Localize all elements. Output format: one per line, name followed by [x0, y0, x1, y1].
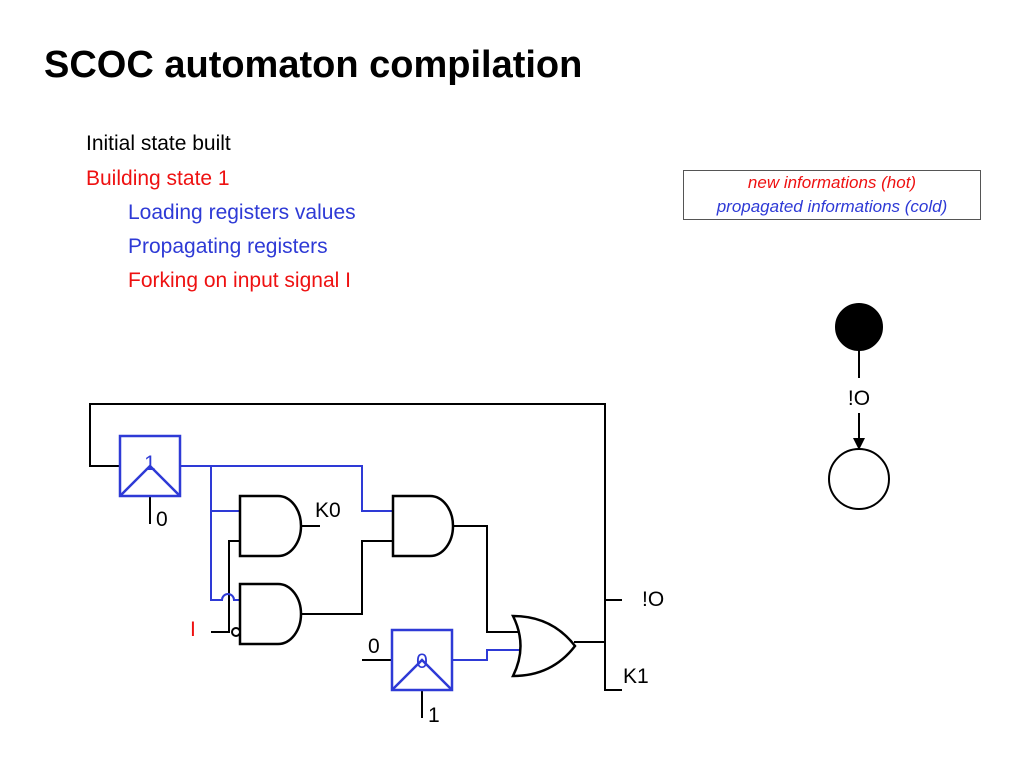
automaton-initial-state [835, 303, 883, 351]
and-gate-k0 [238, 494, 303, 558]
step-initial-state: Initial state built [86, 132, 231, 155]
inverter-bubble [231, 627, 241, 637]
step-building-state: Building state 1 [86, 167, 230, 190]
and-gate-output [391, 494, 455, 558]
legend-hot: new informations (hot) [747, 173, 917, 192]
and-gate-input [238, 582, 303, 646]
page-title: SCOC automaton compilation [44, 44, 583, 86]
output-o-label: !O [642, 588, 664, 611]
legend-cold: propagated informations (cold) [716, 197, 948, 216]
black-wires [89, 403, 622, 718]
register-1: 0 [390, 628, 454, 692]
step-propagating-registers: Propagating registers [128, 235, 328, 258]
register-1-input-label: 0 [368, 635, 380, 658]
legend-box: new informations (hot) propagated inform… [683, 170, 981, 220]
automaton-transition-label: !O [848, 387, 870, 410]
k0-label: K0 [315, 499, 341, 522]
or-gate [510, 614, 577, 678]
k1-label: K1 [623, 665, 649, 688]
input-signal-label: I [190, 618, 196, 641]
cold-wires [180, 465, 522, 661]
register-0: 1 [118, 434, 182, 498]
automaton: !O [828, 303, 890, 510]
automaton-state-1 [828, 448, 890, 510]
step-loading-registers: Loading registers values [128, 201, 356, 224]
register-0-init-label: 0 [156, 508, 168, 531]
step-forking-input: Forking on input signal I [128, 269, 351, 292]
register-0-value: 1 [144, 452, 156, 475]
automaton-arrowhead [853, 438, 865, 450]
register-1-init-label: 1 [428, 704, 440, 727]
register-1-value: 0 [416, 650, 428, 673]
